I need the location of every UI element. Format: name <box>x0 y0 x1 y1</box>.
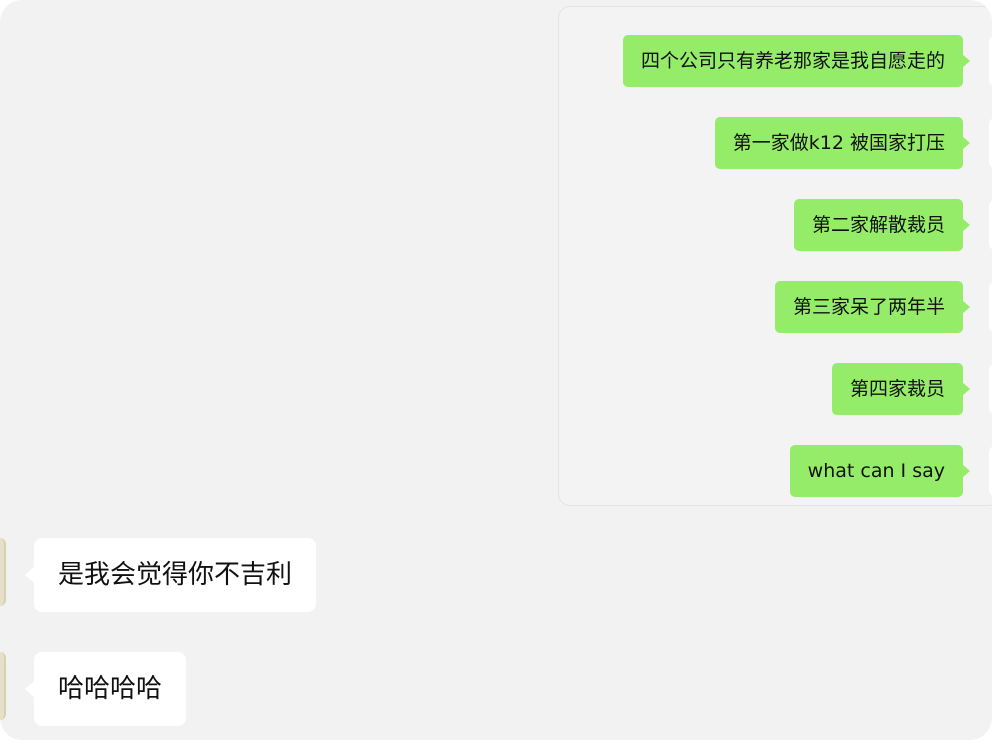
embedded-message-row: 第二家解散裁员 <box>793 199 971 251</box>
embedded-message-row: what can I say <box>789 445 971 497</box>
received-message-bubble[interactable]: 哈哈哈哈 <box>24 652 187 726</box>
embedded-message-row: 第三家呆了两年半 <box>774 281 971 333</box>
sent-message-bubble[interactable]: 第四家裁员 <box>831 363 971 415</box>
received-message-bubble[interactable]: 是我会觉得你不吉利 <box>24 538 317 612</box>
embedded-chat-screenshot[interactable]: 四个公司只有养老那家是我自愿走的 第一家做k12 被国家打压 第二家解散裁员 第… <box>558 6 992 506</box>
sent-message-bubble[interactable]: 第二家解散裁员 <box>793 199 971 251</box>
sent-message-bubble[interactable]: 四个公司只有养老那家是我自愿走的 <box>622 35 971 87</box>
sender-avatar[interactable] <box>989 200 992 250</box>
sent-message-bubble[interactable]: 第一家做k12 被国家打压 <box>714 117 971 169</box>
embedded-message-row: 四个公司只有养老那家是我自愿走的 <box>622 35 971 87</box>
sender-avatar[interactable] <box>989 446 992 496</box>
embedded-message-row: 第四家裁员 <box>831 363 971 415</box>
sender-avatar[interactable] <box>989 118 992 168</box>
sender-avatar[interactable] <box>989 282 992 332</box>
sender-avatar[interactable] <box>989 36 992 86</box>
embedded-message-row: 第一家做k12 被国家打压 <box>714 117 971 169</box>
sent-message-bubble[interactable]: 第三家呆了两年半 <box>774 281 971 333</box>
contact-avatar[interactable] <box>0 652 6 720</box>
sender-avatar[interactable] <box>989 364 992 414</box>
contact-avatar[interactable] <box>0 538 6 606</box>
sent-message-bubble[interactable]: what can I say <box>789 445 971 497</box>
